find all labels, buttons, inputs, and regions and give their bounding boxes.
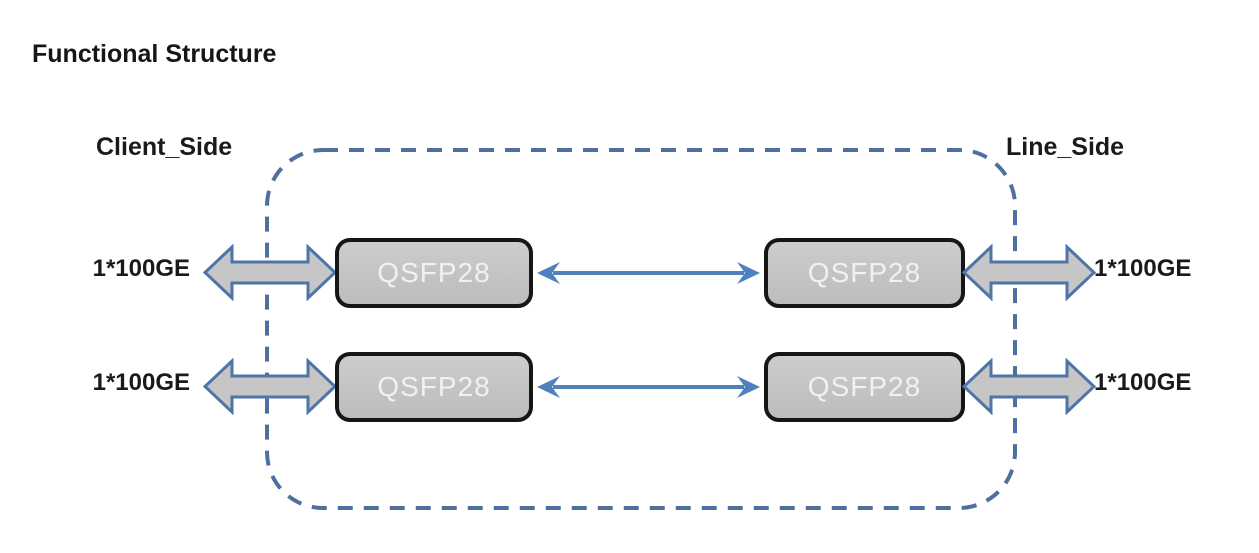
client-port-label: 1*100GE [92, 369, 190, 396]
client-double-arrow-icon [203, 358, 337, 415]
line-double-arrow-icon [962, 358, 1096, 415]
line-port-label: 1*100GE [1094, 369, 1192, 396]
line-side-label: Line_Side [1006, 133, 1125, 161]
line-port-label: 1*100GE [1094, 255, 1192, 282]
client-side-label: Client_Side [96, 133, 233, 161]
qsfp28-module-line: QSFP28 [764, 352, 965, 422]
module-boundary-dashed-box [265, 148, 1017, 510]
qsfp28-module-line: QSFP28 [764, 238, 965, 308]
qsfp28-module-client: QSFP28 [335, 238, 533, 308]
client-port-label: 1*100GE [92, 255, 190, 282]
bidirectional-connector-icon [537, 376, 760, 398]
channel-row: 1*100GE QSFP28 QSFP28 1*100GE [0, 352, 1259, 422]
client-double-arrow-icon [203, 244, 337, 301]
qsfp28-module-client: QSFP28 [335, 352, 533, 422]
diagram-title: Functional Structure [32, 40, 277, 68]
channel-row: 1*100GE QSFP28 QSFP28 1*100GE [0, 238, 1259, 308]
bidirectional-connector-icon [537, 262, 760, 284]
line-double-arrow-icon [962, 244, 1096, 301]
